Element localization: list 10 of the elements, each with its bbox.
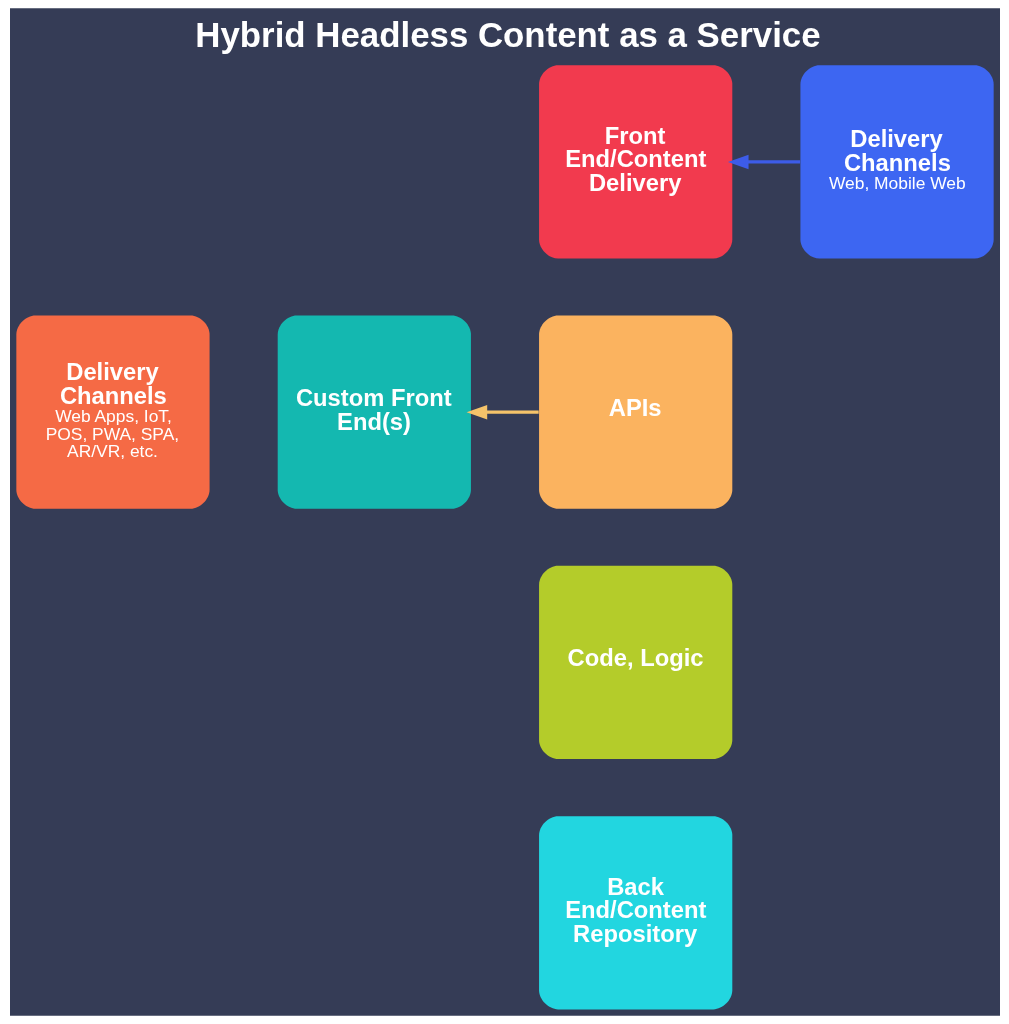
diagram-title: Hybrid Headless Content as a Service <box>194 15 821 55</box>
node-box: Code, Logic <box>538 565 732 760</box>
node-box: Front End/Content Delivery <box>538 65 732 259</box>
arrow <box>727 154 800 170</box>
arrow <box>466 405 539 420</box>
node-box: Delivery Channels Web, Mobile Web <box>799 65 994 259</box>
node-box: Back End/Content Repository <box>538 816 732 1010</box>
node-box: Delivery Channels Web Apps, IoT, POS, PWA, SPA, AR/VR, etc. <box>15 315 210 509</box>
node-box: Custom Front End(s) <box>277 315 471 509</box>
node-box: APIs <box>538 315 732 509</box>
